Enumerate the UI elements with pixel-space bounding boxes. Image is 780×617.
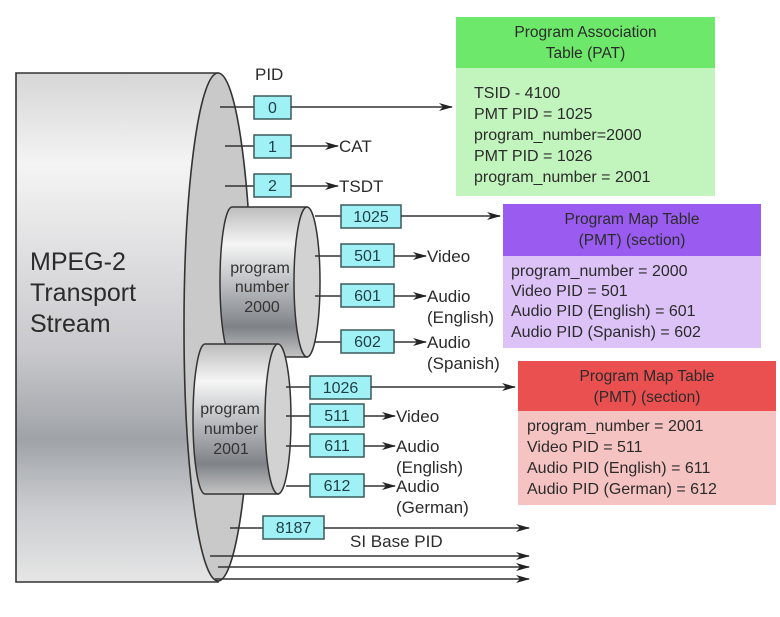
pmt-2000-line: Audio PID (Spanish) = 602 [511,324,701,341]
dest-audio: Audio [427,287,470,306]
stream-601: 601 Audio (English) [315,283,494,327]
dest-language: (English) [427,308,494,327]
program-label-line3: 2000 [244,299,280,316]
top-pid-1: 1 CAT [225,134,372,159]
pat-title-line2: Table (PAT) [546,45,626,62]
pmt-2000-line: program_number = 2000 [511,263,688,280]
pmt-pid-1026: 1026 [286,375,516,400]
pid-value: 612 [324,478,351,495]
pmt-2001-title-line1: Program Map Table [580,368,715,385]
tsdt-label: TSDT [339,177,383,196]
pmt-2001-table: Program Map Table (PMT) (section) progra… [518,361,776,505]
si-base-pid: 8187 SI Base PID [230,515,530,551]
pat-line: program_number=2000 [474,127,642,144]
pid-value: 1 [268,139,277,156]
pmt-2001-line: program_number = 2001 [527,418,704,435]
main-label-line3: Stream [30,310,111,338]
program-label-line1: program [230,260,290,277]
pmt-2001-line: Video PID = 511 [527,439,643,456]
program-2001-cylinder: program number 2001 [192,343,292,495]
pat-line: program_number = 2001 [474,169,651,186]
pmt-2000-body [503,256,761,348]
pid-value: 8187 [276,520,312,537]
pmt-2000-title-line1: Program Map Table [565,211,700,228]
dest-language: (German) [396,498,469,517]
dest-audio: Audio [396,437,439,456]
pmt-2000-title-line2: (PMT) (section) [579,232,686,249]
pat-header [456,17,715,68]
stream-501: 501 Video [315,243,470,268]
pat-table: Program Association Table (PAT) TSID - 4… [456,17,715,196]
stream-612: 612 Audio (German) [286,473,469,517]
pid-value: 2 [268,178,277,195]
pid-value: 1026 [323,380,359,397]
pmt-2001-title-line2: (PMT) (section) [594,389,701,406]
dest-language: (English) [396,458,463,477]
pid-value: 1025 [353,209,389,226]
pid-value: 511 [324,408,350,425]
dest-video: Video [427,247,470,266]
pid-value: 611 [324,438,350,455]
stream-611: 611 Audio (English) [286,433,463,477]
pat-line: PMT PID = 1026 [474,148,593,165]
pmt-2001-line: Audio PID (English) = 611 [527,460,710,477]
pmt-2001-body [518,411,776,505]
pid-value: 601 [354,288,381,305]
program-label-line2: number [235,279,290,296]
pmt-2001-header [518,361,776,411]
pmt-2001-line: Audio PID (German) = 612 [527,481,717,498]
dest-audio: Audio [396,477,439,496]
program-label-line3: 2001 [213,441,249,458]
pmt-2000-table: Program Map Table (PMT) (section) progra… [503,204,761,348]
main-label-line2: Transport [30,279,136,307]
dest-video: Video [396,407,439,426]
pid-heading: PID [255,65,283,84]
pmt-2000-line: Video PID = 501 [511,283,628,300]
program-2000-cylinder: program number 2000 [219,206,321,358]
top-pid-0: 0 [220,95,453,120]
pid-value: 0 [268,100,277,117]
pmt-pid-1025: 1025 [315,204,501,229]
pid-value: 602 [354,334,381,351]
pat-body [456,68,715,196]
cat-label: CAT [339,137,372,156]
main-label-line1: MPEG-2 [30,248,126,276]
pmt-2000-header [503,204,761,256]
pat-line: PMT PID = 1025 [474,106,593,123]
transport-stream-cylinder: MPEG-2 Transport Stream [15,72,253,583]
program-label-line2: number [204,421,259,438]
stream-511: 511 Video [286,403,439,428]
stream-602: 602 Audio (Spanish) [315,329,500,373]
dest-audio: Audio [427,333,470,352]
dest-language: (Spanish) [427,354,500,373]
pat-title-line1: Program Association [514,24,656,41]
pat-line: TSID - 4100 [474,85,560,102]
pmt-2000-line: Audio PID (English) = 601 [511,303,696,320]
si-base-label: SI Base PID [350,532,443,551]
program-label-line1: program [200,401,260,418]
pid-value: 501 [354,248,381,265]
top-pid-2: 2 TSDT [225,173,383,198]
